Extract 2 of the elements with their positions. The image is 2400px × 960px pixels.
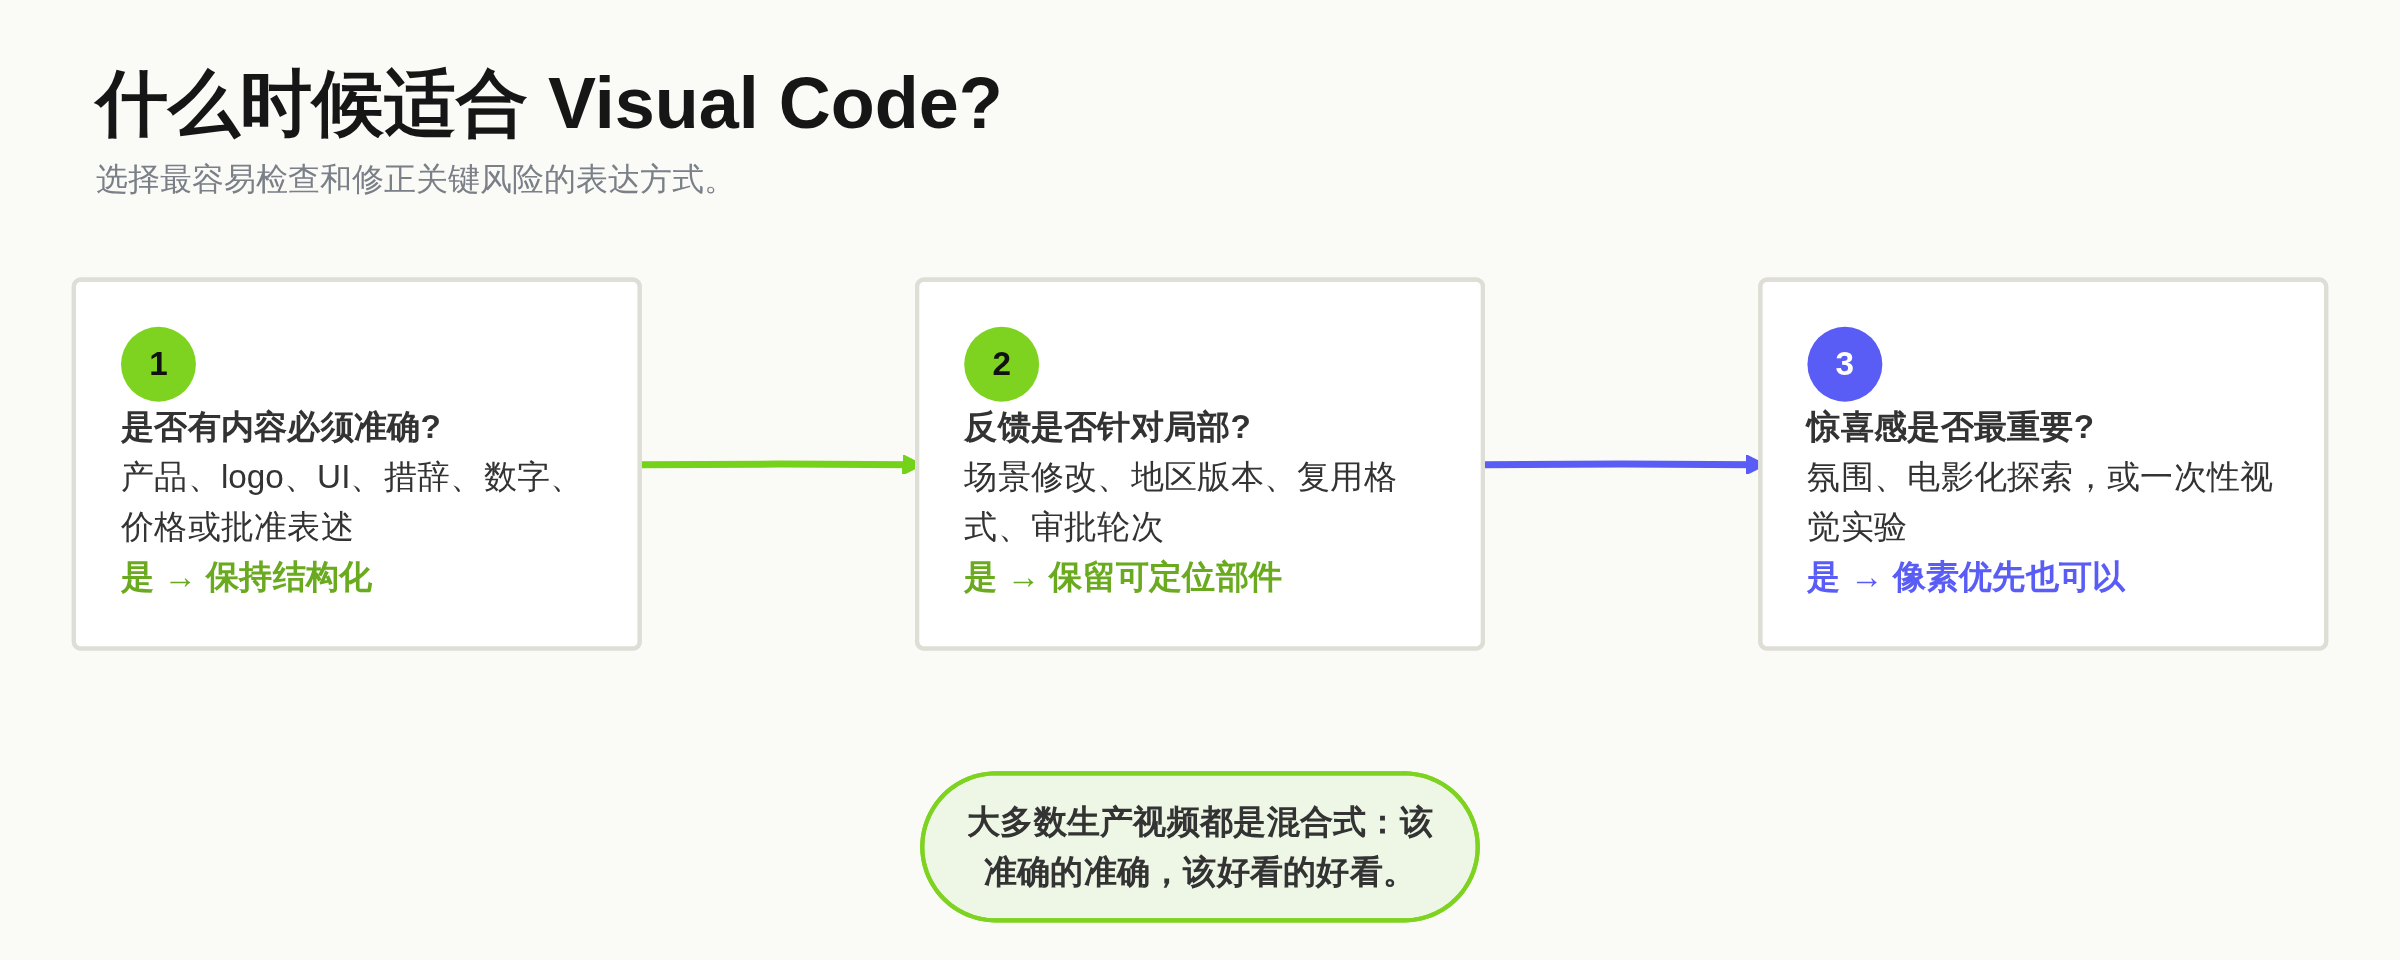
title: 什么时候适合 Visual Code? bbox=[96, 62, 1003, 145]
subtitle: 选择最容易检查和修正关键风险的表达方式。 bbox=[96, 160, 736, 200]
